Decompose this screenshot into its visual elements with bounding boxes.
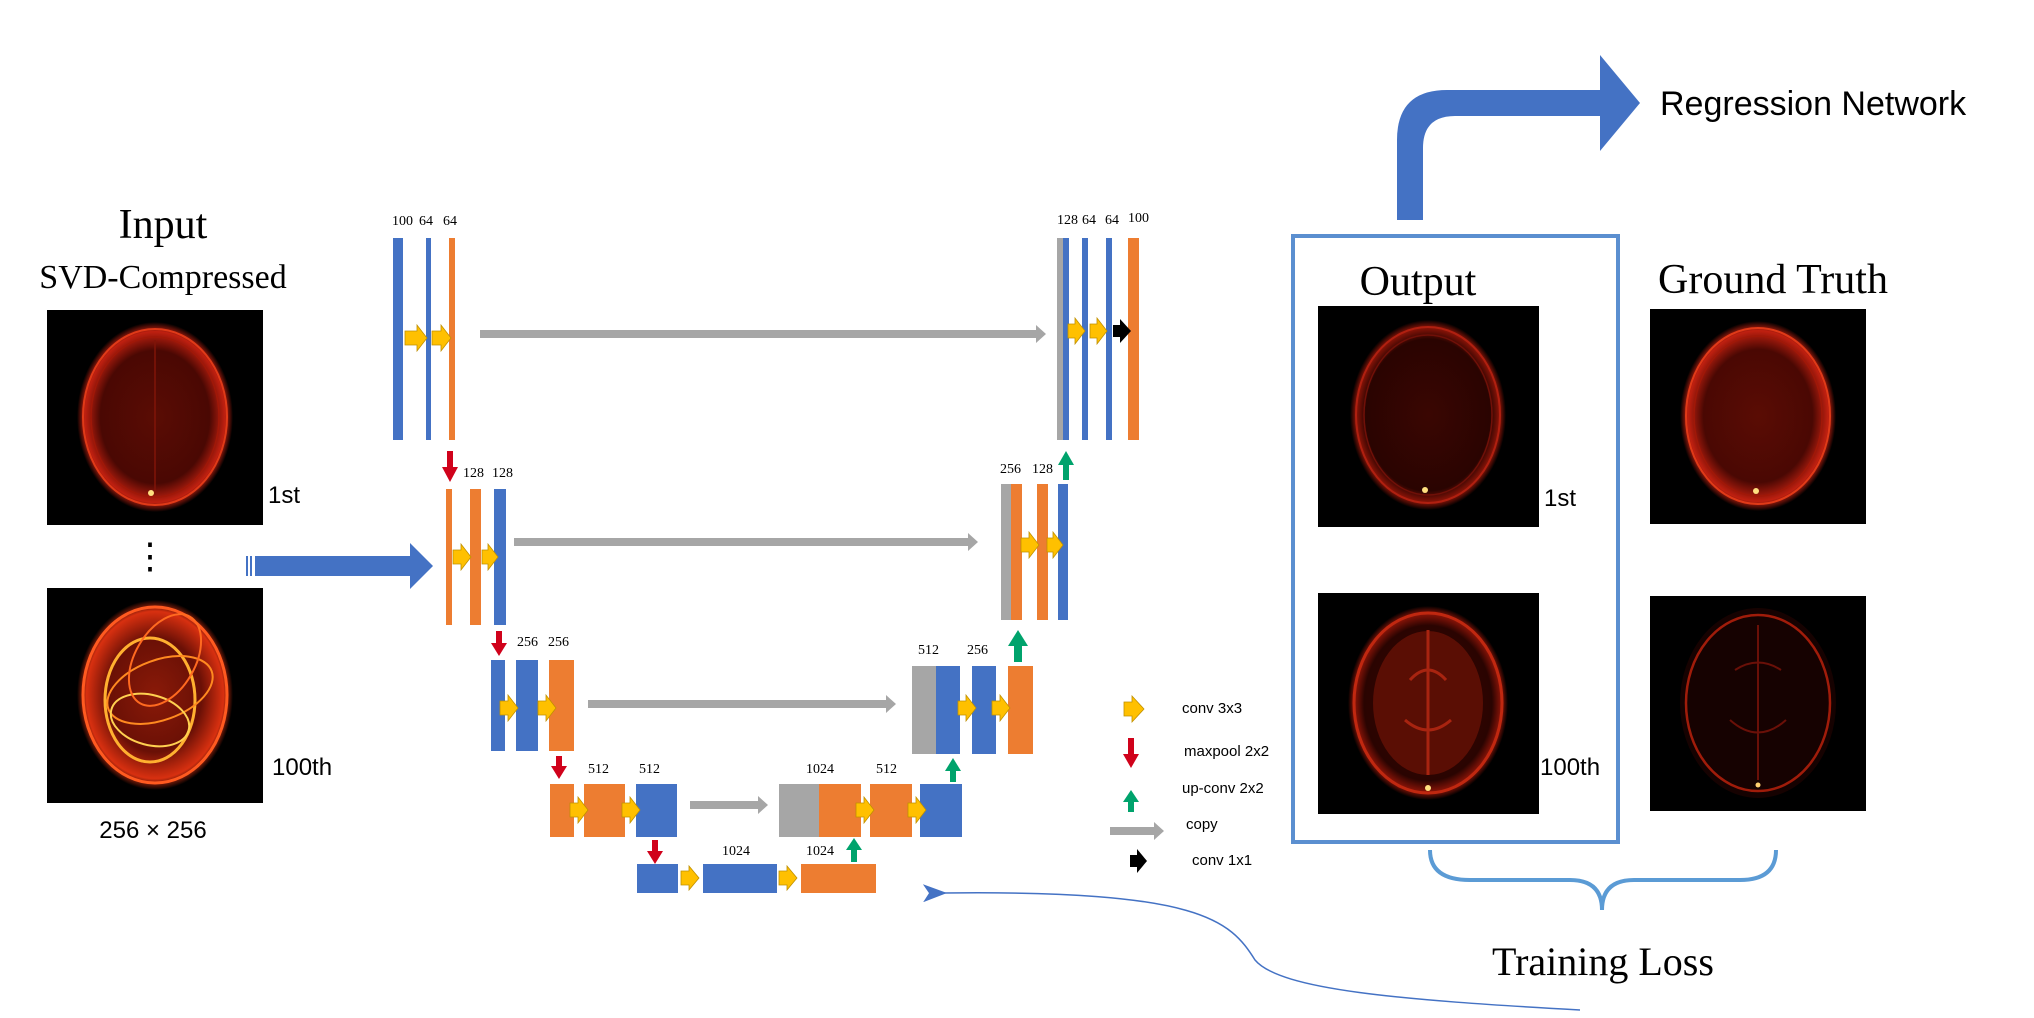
dec4-ch-1: 512 bbox=[876, 762, 897, 777]
legend: conv 3x3 maxpool 2x2 up-conv 2x2 copy co… bbox=[1110, 694, 1269, 873]
feedback-arrow bbox=[922, 884, 1581, 1011]
legend-maxpool-icon bbox=[1123, 738, 1139, 768]
unet-dec3: 512 256 bbox=[912, 643, 1033, 754]
upconv-arrow-1 bbox=[1058, 451, 1074, 480]
ground-truth-title: Ground Truth bbox=[1658, 257, 1888, 303]
enc1-ch-2: 64 bbox=[443, 214, 457, 229]
legend-conv1x1-icon bbox=[1130, 849, 1147, 873]
unet-dec2: 256 128 bbox=[1000, 462, 1068, 620]
training-loss-brace bbox=[1428, 849, 1778, 911]
regression-label: Regression Network bbox=[1660, 85, 1967, 123]
input-arrow bbox=[246, 543, 433, 589]
input-size-label: 256 × 256 bbox=[99, 817, 206, 844]
dec1-ch-0: 128 bbox=[1057, 213, 1078, 228]
enc2-ch-1: 128 bbox=[492, 466, 513, 481]
output-label-last: 100th bbox=[1540, 754, 1600, 781]
upconv-arrow-2 bbox=[1008, 630, 1028, 662]
input-label-last: 100th bbox=[272, 754, 332, 781]
maxpool-arrow-1 bbox=[442, 451, 458, 482]
dec1-ch-3: 100 bbox=[1128, 211, 1149, 226]
ground-truth-image-first bbox=[1650, 309, 1866, 524]
maxpool-arrow-4 bbox=[647, 840, 663, 864]
legend-conv3x3-icon bbox=[1123, 694, 1145, 724]
output-title: Output bbox=[1360, 259, 1477, 305]
input-image-last bbox=[47, 588, 263, 803]
maxpool-arrow-3 bbox=[551, 756, 567, 779]
output-image-last bbox=[1318, 593, 1539, 814]
enc1-ch-0: 100 bbox=[392, 214, 413, 229]
legend-upconv: up-conv 2x2 bbox=[1182, 780, 1264, 797]
legend-copy: copy bbox=[1186, 816, 1218, 833]
ground-truth-image-last bbox=[1650, 596, 1866, 811]
dec3-ch-1: 256 bbox=[967, 643, 988, 658]
unet-enc2: 128 128 bbox=[446, 466, 513, 625]
legend-conv3x3: conv 3x3 bbox=[1182, 700, 1242, 717]
input-image-first bbox=[47, 310, 263, 525]
maxpool-arrow-2 bbox=[491, 631, 507, 656]
skip-connections bbox=[480, 325, 1046, 814]
input-title: Input bbox=[119, 202, 208, 248]
unet-enc3: 256 256 bbox=[491, 635, 574, 751]
enc3-ch-1: 256 bbox=[548, 635, 569, 650]
unet-dec1: 128 64 64 100 bbox=[1057, 211, 1149, 440]
legend-maxpool: maxpool 2x2 bbox=[1184, 743, 1269, 760]
enc1-ch-1: 64 bbox=[419, 214, 433, 229]
dec4-ch-0: 1024 bbox=[806, 762, 834, 777]
legend-conv1x1: conv 1x1 bbox=[1192, 852, 1252, 869]
input-ellipsis: ⋮ bbox=[132, 536, 168, 576]
legend-copy-icon bbox=[1110, 822, 1164, 840]
dec3-ch-0: 512 bbox=[918, 643, 939, 658]
regression-arrow bbox=[1397, 55, 1640, 220]
output-label-first: 1st bbox=[1544, 485, 1576, 512]
enc3-ch-0: 256 bbox=[517, 635, 538, 650]
enc4-ch-0: 512 bbox=[588, 762, 609, 777]
enc4-ch-1: 512 bbox=[639, 762, 660, 777]
input-label-first: 1st bbox=[268, 482, 300, 509]
unet-enc4: 512 512 bbox=[550, 762, 677, 837]
unet-enc1: 100 64 64 bbox=[392, 214, 457, 440]
dec1-ch-1: 64 bbox=[1082, 213, 1096, 228]
output-frame bbox=[1291, 234, 1620, 844]
upconv-arrow-3 bbox=[945, 758, 961, 782]
bottleneck-ch-1: 1024 bbox=[806, 844, 834, 859]
dec2-ch-0: 256 bbox=[1000, 462, 1021, 477]
bottleneck-ch-0: 1024 bbox=[722, 844, 750, 859]
input-subtitle: SVD-Compressed bbox=[39, 259, 286, 296]
upconv-arrow-4 bbox=[846, 838, 862, 862]
enc2-ch-0: 128 bbox=[463, 466, 484, 481]
legend-upconv-icon bbox=[1123, 790, 1139, 812]
dec1-ch-2: 64 bbox=[1105, 213, 1119, 228]
output-image-first bbox=[1318, 306, 1539, 527]
unet-dec4: 1024 512 bbox=[779, 762, 962, 837]
dec2-ch-1: 128 bbox=[1032, 462, 1053, 477]
unet-bottleneck: 1024 1024 bbox=[637, 844, 876, 893]
training-loss-label: Training Loss bbox=[1492, 939, 1714, 984]
